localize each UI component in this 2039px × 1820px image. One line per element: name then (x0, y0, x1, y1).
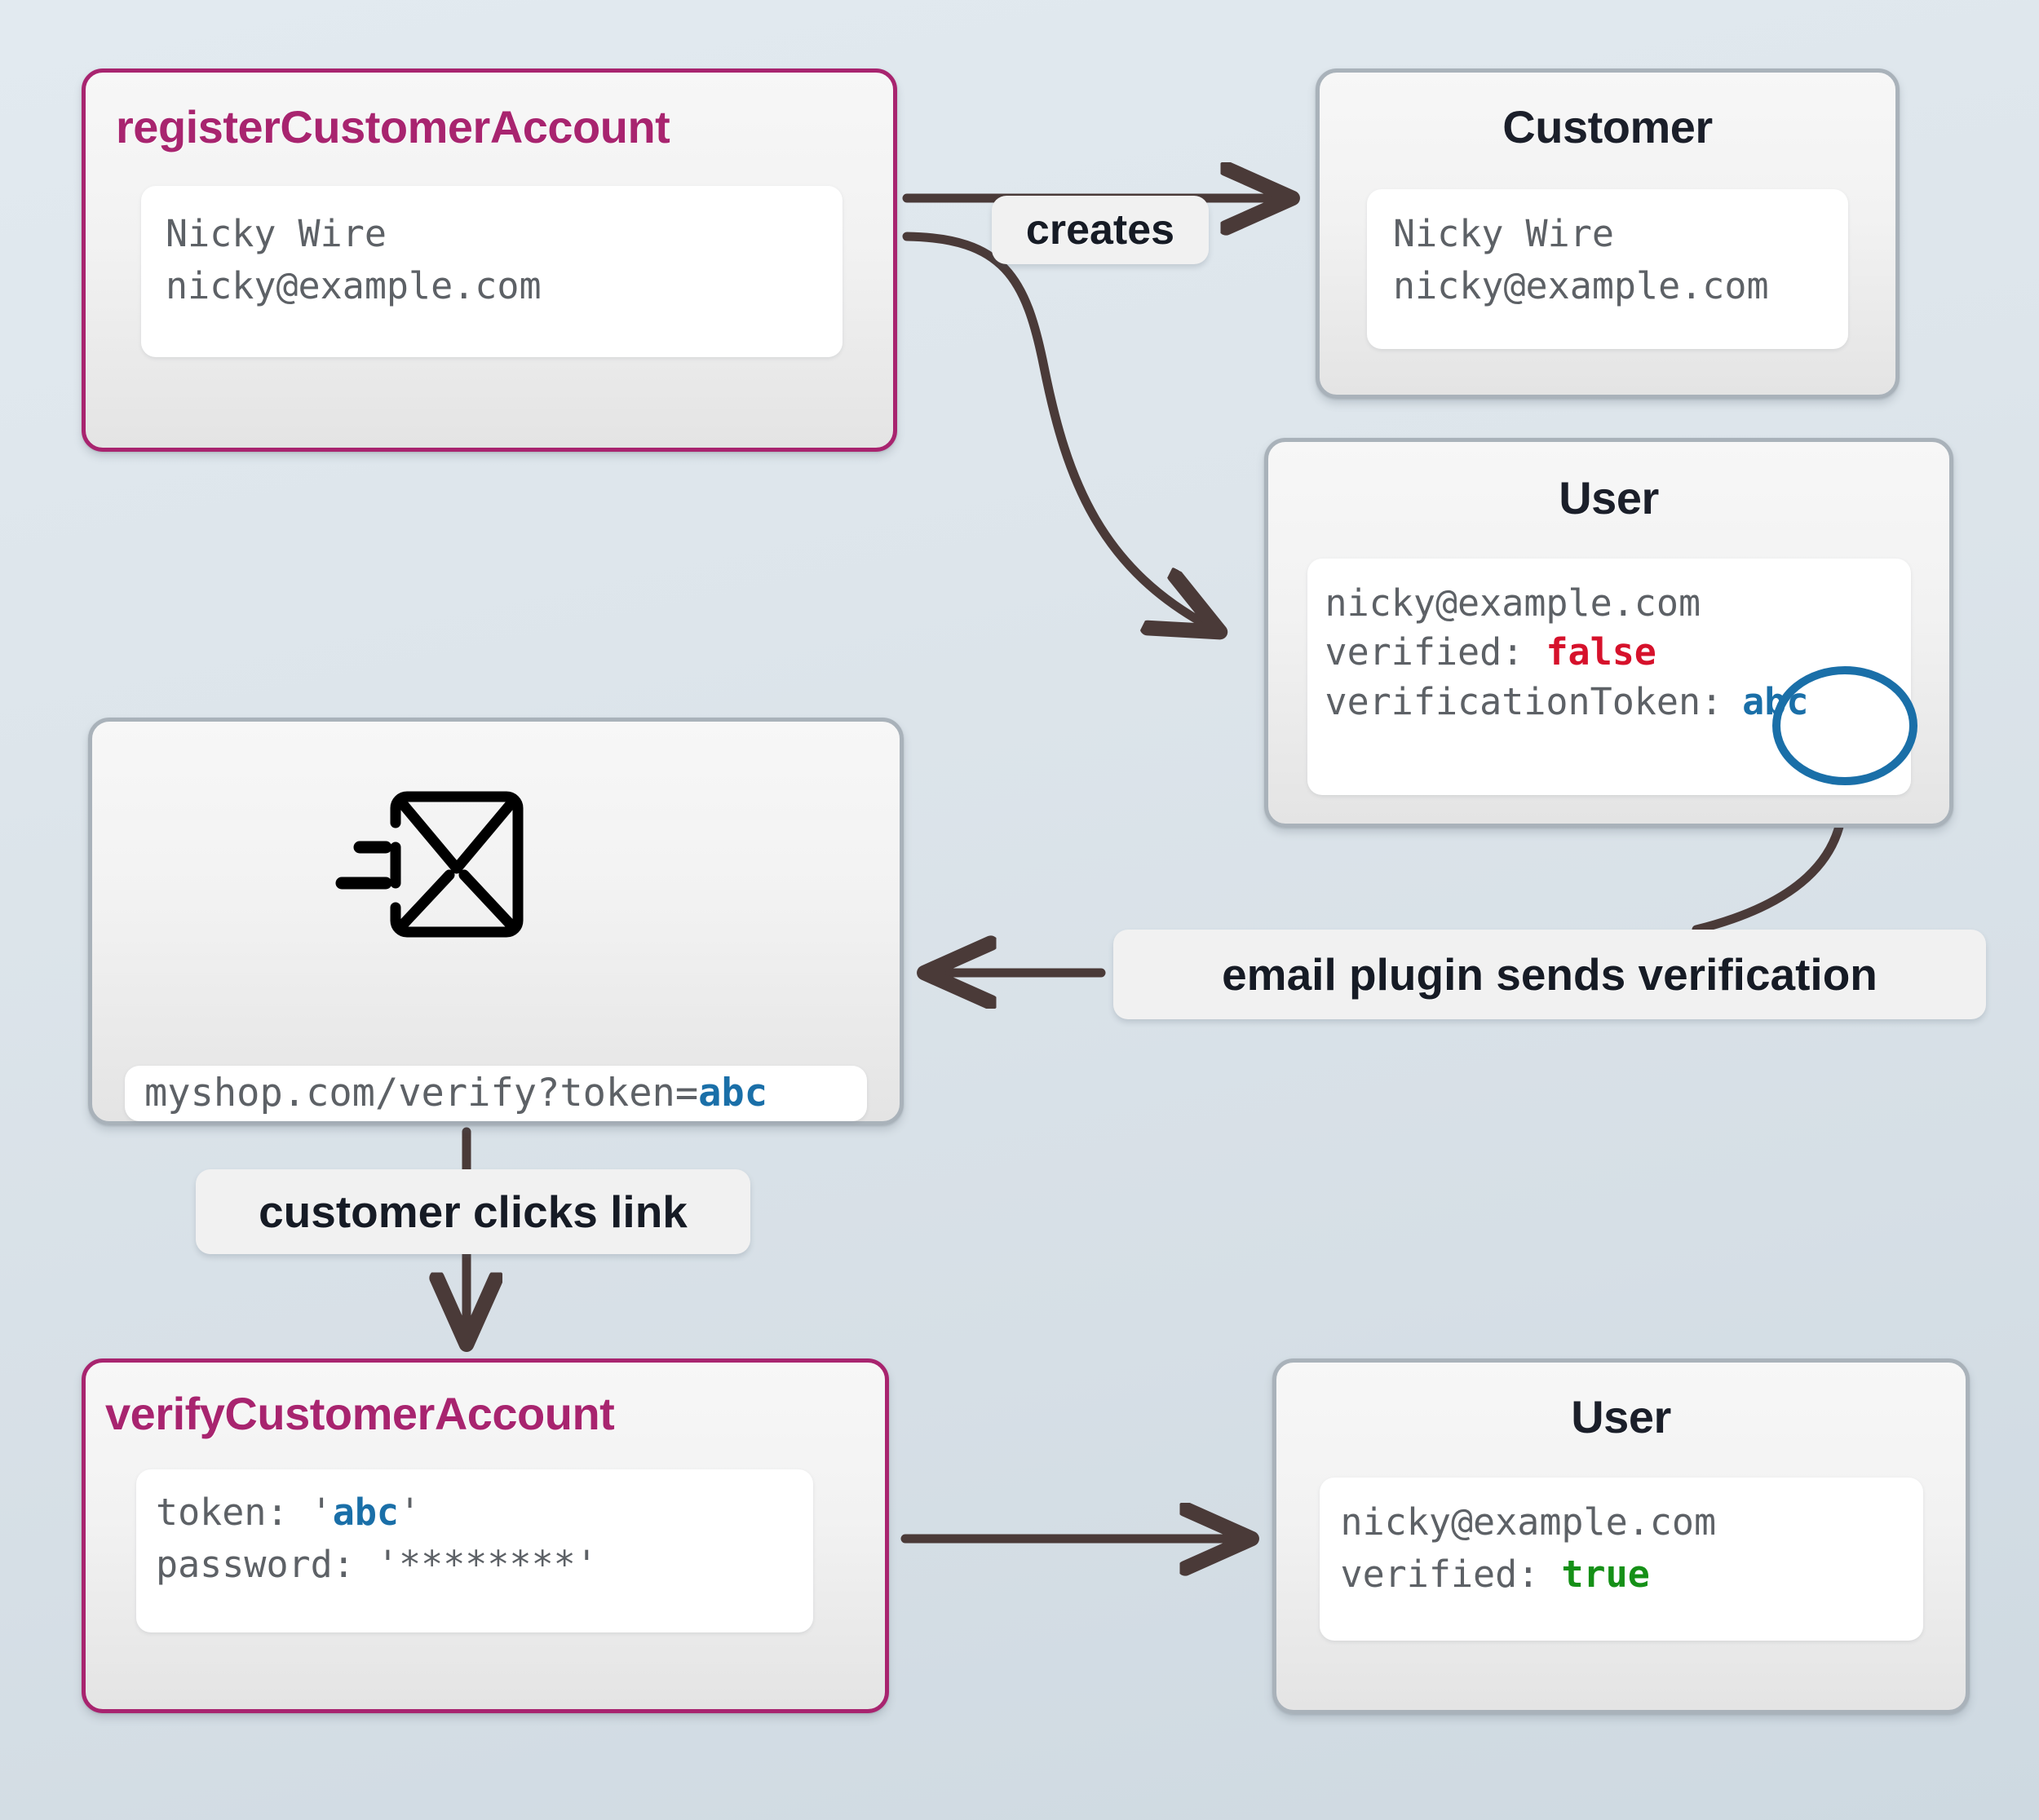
user-verified-payload-panel: nicky@example.com verified: true (1319, 1478, 1923, 1641)
customer-line-name: Nicky Wire (1393, 212, 1614, 255)
node-verification-email[interactable]: myshop.com/verify?token=abc (88, 718, 904, 1125)
edge-label-customer-clicks-link: customer clicks link (196, 1169, 750, 1254)
user-verified-verified-row: verified: true (1341, 1554, 1923, 1595)
customer-payload-panel: Nicky Wire nicky@example.com (1367, 189, 1848, 349)
user-unverified-verified-value: false (1546, 630, 1656, 674)
register-line-email: nicky@example.com (166, 264, 542, 308)
register-payload-panel: Nicky Wire nicky@example.com (141, 186, 843, 357)
node-title-verify: verifyCustomerAccount (105, 1388, 615, 1439)
verify-password-row: password: '********' (156, 1543, 598, 1587)
user-unverified-email: nicky@example.com (1325, 581, 1701, 625)
email-link-token: abc (698, 1070, 768, 1115)
user-unverified-payload-panel: nicky@example.com verified: false verifi… (1307, 559, 1911, 795)
node-verify-customer-account[interactable]: verifyCustomerAccount token: 'abc' passw… (82, 1358, 889, 1713)
user-verified-email: nicky@example.com (1340, 1500, 1717, 1544)
verify-token-quote-open: ' (310, 1491, 333, 1534)
email-link-panel[interactable]: myshop.com/verify?token=abc (125, 1066, 867, 1121)
node-register-customer-account[interactable]: registerCustomerAccount Nicky Wire nicky… (82, 68, 897, 452)
verify-token-quote-close: ' (399, 1491, 422, 1534)
verify-token-value: abc (332, 1491, 400, 1534)
email-link-row: myshop.com/verify?token=abc (144, 1070, 768, 1115)
node-title-user-verified: User (1571, 1391, 1671, 1442)
verify-payload-panel: token: 'abc' password: '********' (136, 1469, 813, 1632)
user-unverified-verified-row: verified: false (1325, 632, 1911, 673)
edge-label-creates: creates (992, 196, 1209, 264)
envelope-send-icon (329, 787, 541, 942)
user-unverified-token-label: verificationToken: (1325, 679, 1723, 723)
user-unverified-token-row: verificationToken: abc (1325, 679, 1911, 723)
verify-token-row: token: 'abc' (156, 1491, 813, 1534)
node-title-user-unverified: User (1559, 472, 1659, 523)
user-verified-verified-label: verified: (1340, 1553, 1562, 1597)
user-verified-verified-value: true (1561, 1553, 1650, 1597)
node-title-customer: Customer (1502, 101, 1713, 152)
node-user-verified[interactable]: User nicky@example.com verified: true (1272, 1358, 1970, 1714)
user-unverified-token-value: abc (1742, 679, 1809, 723)
register-line-name: Nicky Wire (166, 212, 387, 255)
verify-token-label: token: (156, 1491, 311, 1534)
node-customer[interactable]: Customer Nicky Wire nicky@example.com (1316, 68, 1900, 399)
edge-label-email-plugin-sends-verification: email plugin sends verification (1113, 930, 1986, 1019)
email-link-prefix: myshop.com/verify?token= (144, 1070, 699, 1115)
user-unverified-verified-label: verified: (1325, 630, 1546, 674)
customer-line-email: nicky@example.com (1393, 264, 1769, 308)
node-title-register: registerCustomerAccount (116, 101, 670, 152)
arrow-register-to-user (902, 232, 1215, 629)
node-user-unverified[interactable]: User nicky@example.com verified: false v… (1264, 438, 1953, 828)
